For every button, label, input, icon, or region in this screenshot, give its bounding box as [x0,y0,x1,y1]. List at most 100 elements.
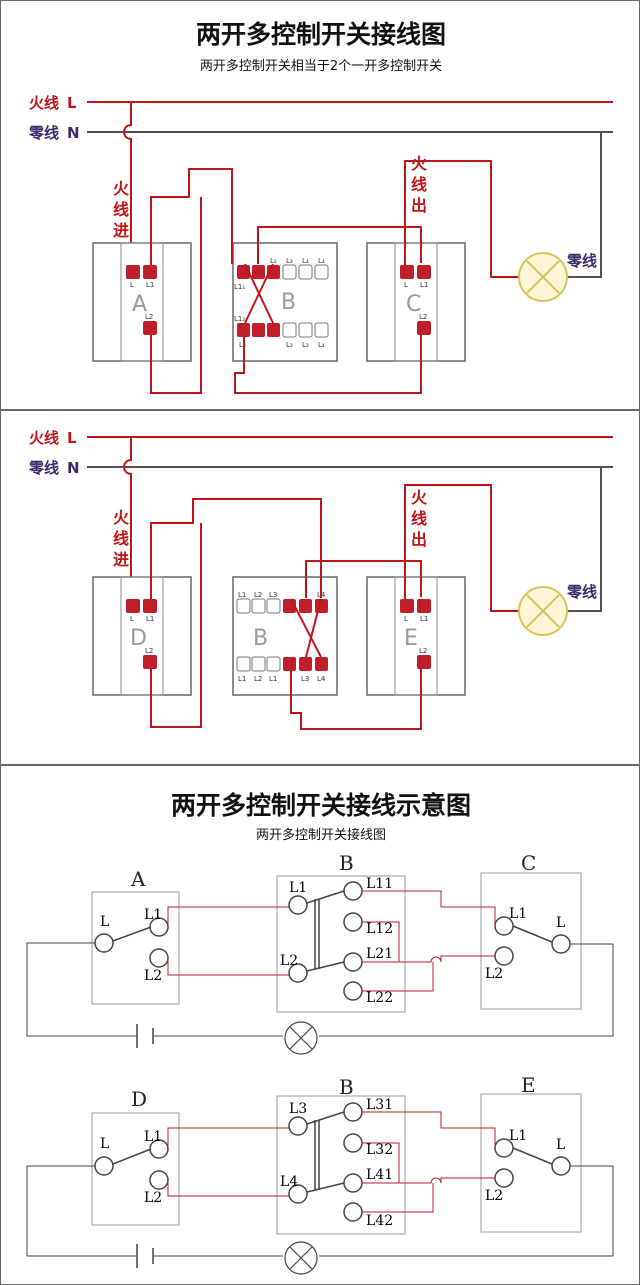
b2-bot-term-2: L2 [254,675,262,683]
switch-c-label: C [521,851,536,875]
wiring-photo-panel-middle: 火线 L 零线 N 火 线 进 火 线 出 D B E [0,410,640,765]
e-term-l: L [404,615,408,623]
c-term-l2: L2 [419,313,427,321]
a-term-l1: L1 [146,281,154,289]
live-label: 火线 [29,94,59,112]
terminal-b2-top-1 [236,598,251,614]
wiring-diagram-1: 火线 L 零线 N 火 线 进 火 线 出 A B C [28,94,613,394]
switch-b-label: B [339,851,354,875]
terminal-b-bot-4 [282,322,297,338]
panel-subtitle: 两开多控制开关相当于2个一开多控制开关 [199,59,443,74]
a-term-l1: L1 [144,907,162,923]
terminal-b2-bot-5 [299,657,312,671]
b2-in-l4: L4 [280,1174,298,1190]
terminal-e-l2 [417,655,431,669]
wiring-photo-panel-top: 两开多控制开关接线图 两开多控制开关相当于2个一开多控制开关 火线 L 零线 N… [0,0,640,410]
terminal-b2-bot-2 [251,656,266,672]
schematic-row-2: D B E L L1 L2 L3 L4 L31 [26,1073,614,1275]
lamp-icon [518,252,568,302]
b2-bot-term-5: L3 [301,675,309,683]
fire-out-char-2: 线 [411,509,427,528]
fire-in-char-3: 进 [113,221,129,240]
wiring-diagram-2: 火线 L 零线 N 火 线 进 火 线 出 D B E [28,429,613,730]
lamp-icon [284,1241,318,1275]
b2-out-l32: L32 [366,1142,393,1158]
b2-out-l31: L31 [366,1097,393,1113]
terminal-b-top-2 [252,265,265,279]
terminal-b2-top-5 [299,599,312,613]
terminal-b2-bot-3 [266,656,281,672]
schematic-panel: 两开多控制开关接线示意图 两开多控制开关接线图 A B C L L1 L2 [0,765,640,1285]
terminal-b2-bot-4 [283,657,296,671]
fire-out-char-3: 出 [411,530,427,549]
switch-b: B [232,242,338,362]
terminal-d-l1 [143,599,157,613]
b2-bot-term-6: L4 [317,675,326,683]
switch-b2-name: B [253,626,268,651]
b-top-side-label: L1₁ [234,283,245,291]
fire-in-char-2: 线 [113,529,129,548]
terminal-b2-bot-1 [236,656,251,672]
c-term-l: L [404,281,408,289]
terminal-b2-top-2 [251,598,266,614]
e-term-l1: L1 [420,615,428,623]
b-top-term-label-4: L₄ [318,257,325,265]
panel-title: 两开多控制开关接线图 [195,20,446,49]
e-term-l2: L2 [485,1188,503,1204]
neutral-label: 零线 [28,124,59,142]
terminal-b-top-4 [282,264,297,280]
lamp-neutral-label: 零线 [566,583,597,601]
live-letter: L [67,429,77,447]
a-term-l: L [130,281,134,289]
b-out-l11: L11 [366,876,393,892]
switch-d: D [92,576,192,696]
fire-out-char-3: 出 [411,196,427,215]
lamp-icon [284,1021,318,1055]
b-top-term-label-1: L₂ [270,257,277,265]
switch-a-name: A [132,292,147,317]
fire-in-char-3: 进 [113,550,129,569]
neutral-label: 零线 [28,459,59,477]
c-term-l1: L1 [509,906,527,922]
b2-top-term-2: L2 [254,591,262,599]
b-top-term-label-3: L₄ [302,257,309,265]
a-term-l2: L2 [145,313,153,321]
a-term-l: L [100,914,109,930]
fire-in-char-1: 火 [113,508,130,527]
b2-bot-term-3: L1 [269,675,277,683]
d-term-l2: L2 [145,647,153,655]
terminal-c-l [400,265,414,279]
schematic-title: 两开多控制开关接线示意图 [170,791,471,820]
d-term-l1: L1 [144,1129,162,1145]
fire-in-char-2: 线 [113,200,129,219]
b-top-term-label-2: L₃ [286,257,293,265]
b2-top-term-1: L1 [238,591,246,599]
switch-a: A [92,242,192,362]
c-term-l1: L1 [420,281,428,289]
b-bot-term-label-1: L₃ [239,341,246,349]
terminal-e-l1 [417,599,431,613]
b2-in-l3: L3 [289,1101,307,1117]
b2-bot-term-1: L1 [238,675,246,683]
b-out-l22: L22 [366,990,393,1006]
terminal-b-bot-2 [252,323,265,337]
c-term-l2: L2 [485,966,503,982]
schematic-diagram: A B C L L1 L2 L1 L2 [26,851,614,1275]
terminal-b-top-5 [298,264,313,280]
terminal-c-l2 [417,321,431,335]
terminal-d-l [126,599,140,613]
lamp-icon [518,586,568,636]
e-term-l: L [556,1137,565,1153]
terminal-c-l1 [417,265,431,279]
schematic-subtitle: 两开多控制开关接线图 [255,828,386,843]
e-term-l1: L1 [509,1128,527,1144]
switch-e-name: E [404,626,418,651]
b-bot-term-label-4: L₄ [318,341,325,349]
terminal-b-bot-5 [298,322,313,338]
switch-c: C [366,242,466,362]
terminal-e-l [400,599,414,613]
d-term-l2: L2 [144,1190,162,1206]
fire-out-char-1: 火 [411,488,428,507]
terminal-a-l [126,265,140,279]
switch-b2-label: B [339,1075,354,1099]
